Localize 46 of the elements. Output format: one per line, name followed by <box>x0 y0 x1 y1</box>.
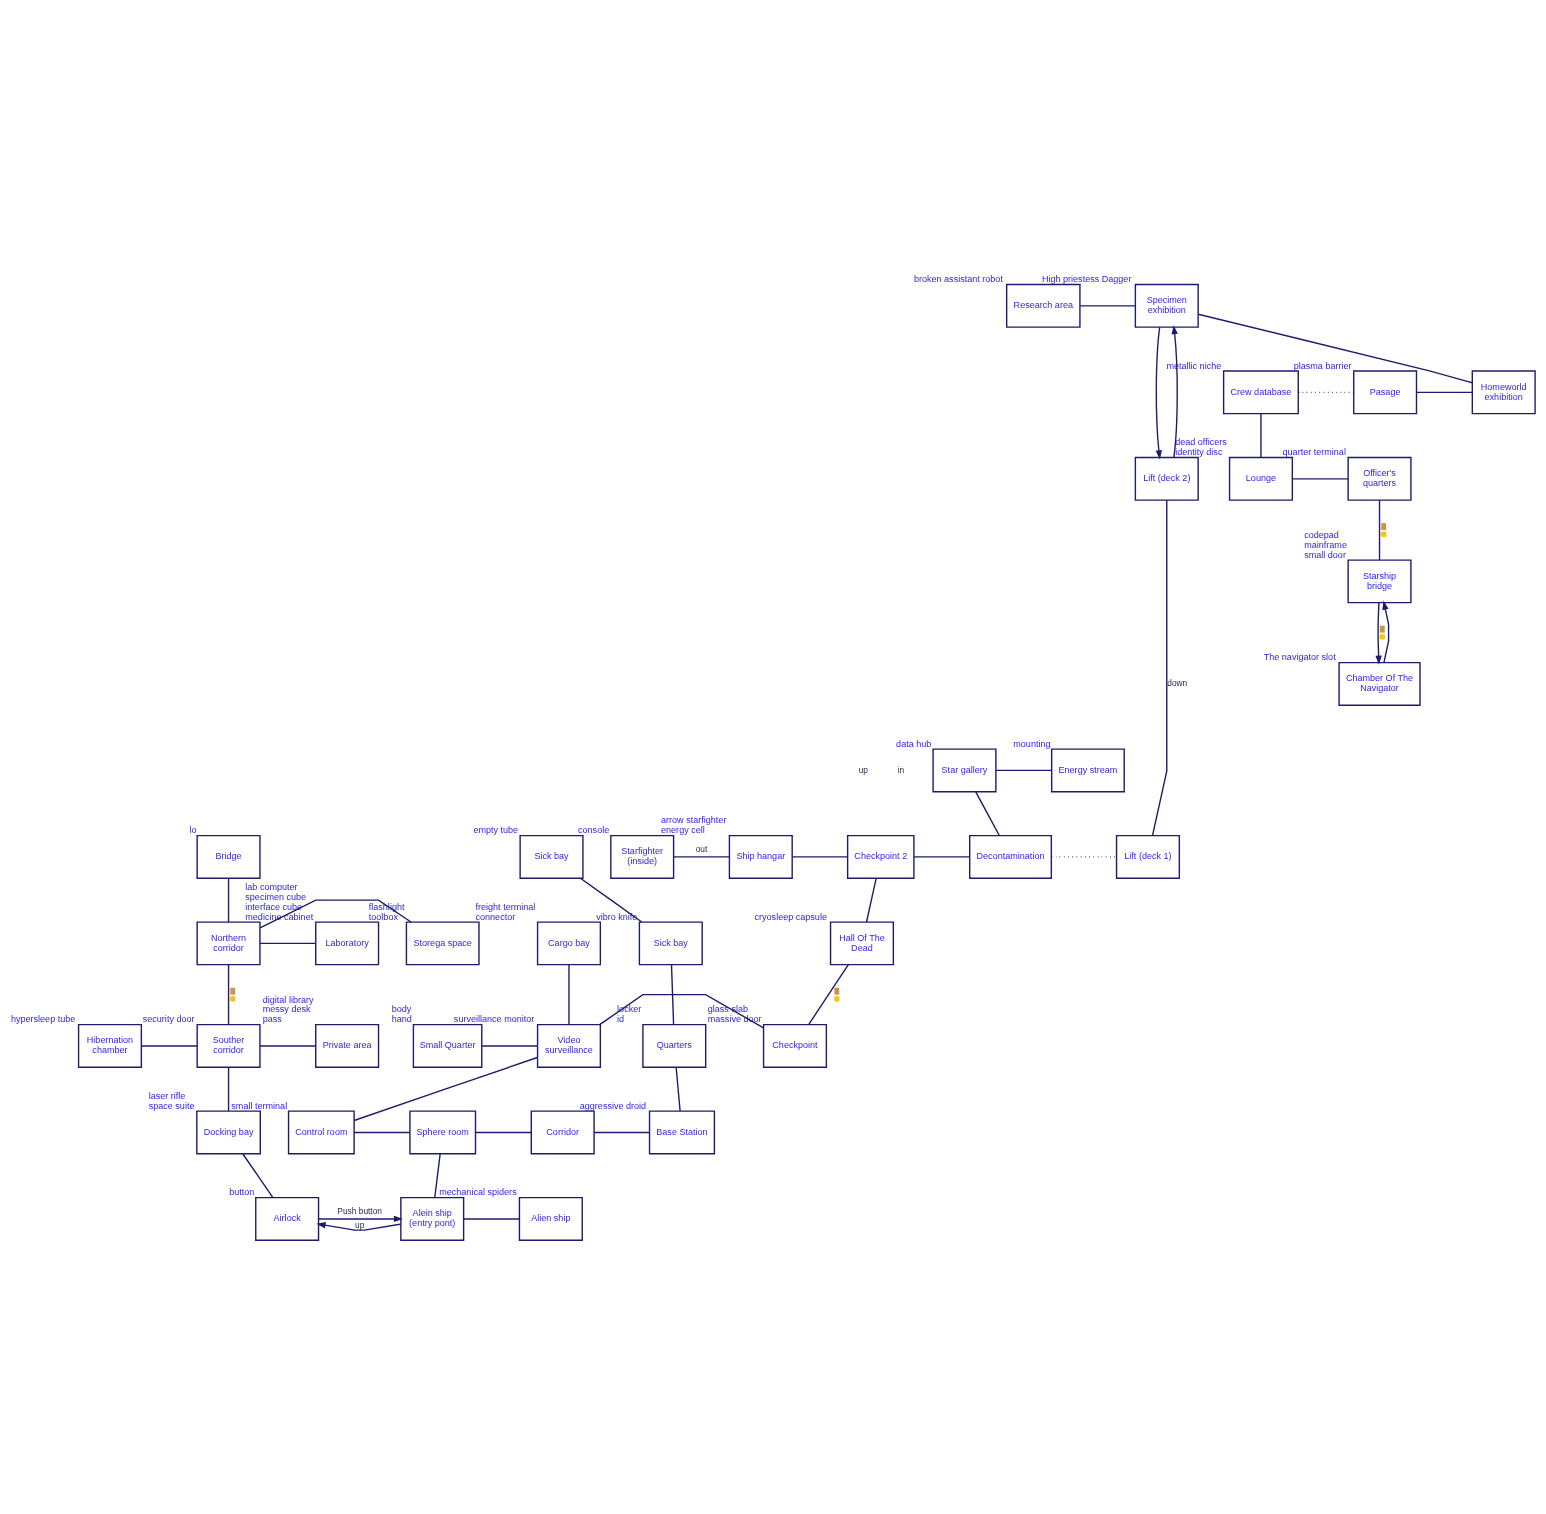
node-label: id <box>617 1013 625 1024</box>
node-label: hypersleep tube <box>10 1013 76 1024</box>
edge-label: out <box>695 843 708 854</box>
edge-label: down <box>1167 677 1188 688</box>
node-label: data hub <box>896 738 932 749</box>
node-label: cryosleep capsule <box>754 911 827 922</box>
node-label: space suite <box>148 1100 195 1111</box>
node-label: laser rifle <box>148 1090 186 1101</box>
node-label: hand <box>391 1013 412 1024</box>
node-label: aggressive droid <box>579 1100 647 1111</box>
node-label: codepad <box>1304 529 1339 540</box>
node-label: small terminal <box>231 1100 288 1111</box>
edge-label: up <box>355 1219 365 1230</box>
node-label: connector <box>475 911 516 922</box>
node-label: arrow starfighter <box>661 814 727 825</box>
node-label: identity disc <box>1175 446 1223 457</box>
node-label: security door <box>142 1013 195 1024</box>
node-label: dead officers <box>1175 436 1227 447</box>
node-label: pass <box>262 1013 282 1024</box>
node-label: energy cell <box>661 824 705 835</box>
node-label: specimen cube <box>245 891 307 902</box>
node-label: freight terminal <box>475 901 536 912</box>
node-label: mainframe <box>1304 539 1347 550</box>
node-label: mechanical spiders <box>439 1186 517 1197</box>
node-label: console <box>578 824 610 835</box>
edge-label: Push button <box>337 1205 383 1216</box>
node-label: interface cube <box>245 901 303 912</box>
node-label: empty tube <box>473 824 519 835</box>
node-label: lo <box>189 824 197 835</box>
node-label: quarter terminal <box>1282 446 1346 457</box>
node-label: small door <box>1304 549 1346 560</box>
node-label: toolbox <box>368 911 398 922</box>
node-label: digital library <box>262 994 314 1005</box>
node-label: lab computer <box>245 881 298 892</box>
node-label: medicine cabinet <box>245 911 314 922</box>
node-label: glass slab <box>707 1003 749 1014</box>
node-label: The navigator slot <box>1263 651 1336 662</box>
node-label: High priestess Dagger <box>1041 273 1132 284</box>
node-label: surveillance monitor <box>453 1013 535 1024</box>
node-label: button <box>229 1186 255 1197</box>
node-label: body <box>391 1003 412 1014</box>
node-label: broken assistant robot <box>913 273 1003 284</box>
label: in <box>897 764 905 775</box>
node-label: plasma barrier <box>1293 360 1352 371</box>
label: up <box>858 764 868 775</box>
node-label: mounting <box>1013 738 1051 749</box>
